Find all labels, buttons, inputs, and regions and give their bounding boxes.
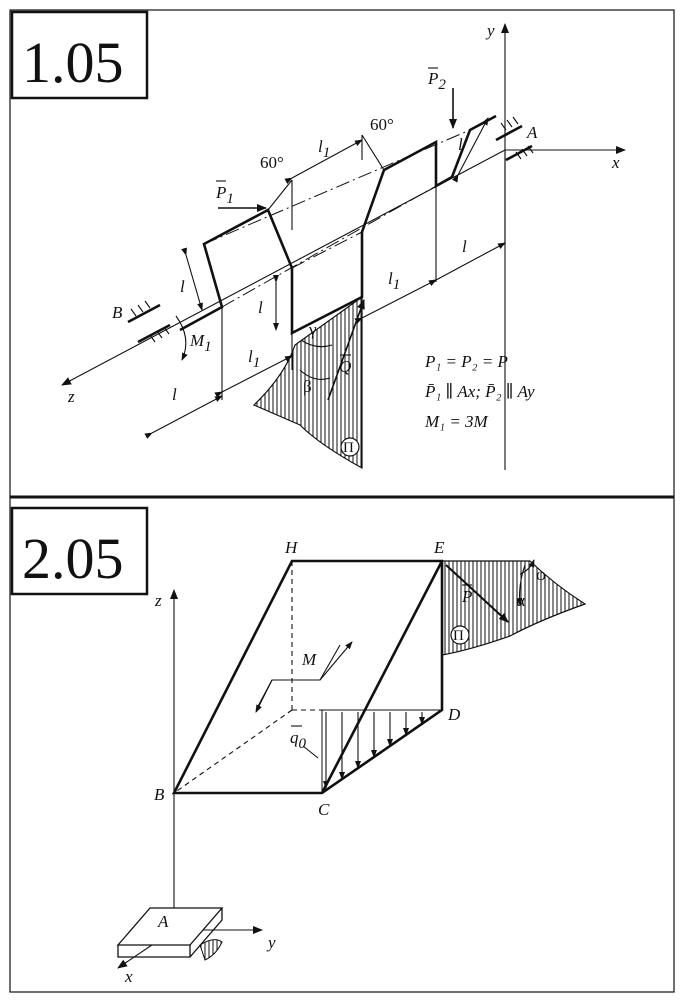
angle-60-left-lines	[267, 179, 293, 230]
force-p1-label: P1	[215, 183, 234, 207]
angle-phi-arc	[519, 559, 535, 575]
point-b-label-2: B	[154, 785, 165, 804]
y-axis-label-2: y	[266, 933, 276, 952]
pi-circle	[340, 437, 360, 457]
angle-gamma-arc	[300, 339, 333, 348]
dim-l1-top	[284, 139, 363, 184]
hidden-edge-vb	[173, 709, 293, 794]
point-h-label: H	[284, 538, 299, 557]
equation-3: M₁ = 3M	[424, 412, 489, 431]
distributed-load-pi-2	[441, 560, 587, 656]
y-axis-label: y	[485, 21, 495, 40]
dim-l-right	[452, 117, 489, 183]
pi-circle-2	[450, 625, 470, 645]
x-axis-label-2: x	[124, 967, 133, 986]
dim-l-right-bottom	[428, 242, 506, 286]
edge-ce	[320, 560, 444, 794]
problem-number-2: 2.05	[22, 526, 124, 591]
fixed-support	[116, 907, 224, 961]
equation-2: P̄₁ ∥ Ax; P̄₂ ∥ Ay	[424, 382, 535, 401]
point-e-label: E	[433, 538, 445, 557]
angle-beta-arc	[299, 369, 331, 380]
angle-60-left: 60°	[260, 153, 284, 172]
dim-l1-bottom	[214, 355, 293, 398]
z-axis-label-2: z	[154, 591, 162, 610]
dim-l1-bottom-label: l1	[248, 347, 260, 371]
force-p-arrow	[445, 564, 509, 623]
angle-gamma-label: γ	[308, 320, 317, 339]
dim-l-bottom	[144, 395, 223, 439]
problem-2-05: 2.05 z y x A q0	[10, 506, 587, 986]
dim-l-mid-label: l	[258, 298, 263, 317]
dim-l1-top-label: l1	[318, 137, 330, 161]
crank-shaft	[179, 114, 497, 336]
problem-number: 1.05	[22, 30, 124, 95]
force-p2-label: P2	[427, 69, 446, 93]
x-axis-label: x	[611, 153, 620, 172]
angle-alpha-arc	[516, 564, 526, 606]
point-a-label: A	[526, 123, 538, 142]
problem-1-05: 1.05 y x z A B M1 Π	[10, 10, 626, 470]
dim-l1-right-label: l1	[388, 269, 400, 293]
moment-m-path	[255, 644, 341, 711]
point-b-label: B	[112, 303, 123, 322]
moment-m-arrow-2	[319, 641, 353, 681]
moment-m1-arrow	[175, 315, 188, 361]
load-q0-arrows	[323, 712, 425, 789]
z-axis-label: z	[67, 387, 75, 406]
load-triangle-outline	[321, 709, 444, 794]
dim-l-right-label: l	[458, 135, 463, 154]
equation-1: P₁ = P₂ = P	[424, 352, 508, 371]
bearing-a	[495, 116, 534, 162]
point-d-label: D	[447, 705, 461, 724]
centerline-upper	[203, 129, 471, 245]
angle-60-right: 60°	[370, 115, 394, 134]
outer-frame	[9, 9, 675, 993]
problem-number-box-2	[10, 506, 149, 596]
centerline-lower	[221, 185, 437, 308]
dim-l1-right	[354, 279, 437, 324]
problem-number-box	[10, 10, 149, 100]
moment-m-arrow-1	[255, 679, 273, 713]
dim-l-right-bottom-label: l	[462, 237, 467, 256]
plate-outline	[171, 559, 444, 795]
load-q0-leader	[302, 745, 319, 759]
moment-m-label: M	[301, 650, 317, 669]
force-p-label: P	[461, 587, 472, 606]
pi-label-2: Π	[453, 628, 464, 644]
angle-alpha-label: α	[516, 591, 525, 610]
angle-60-right-lines	[361, 134, 385, 171]
bearing-b	[127, 300, 171, 344]
load-q0-label: q0	[290, 728, 307, 752]
point-c-label: C	[318, 800, 330, 819]
force-q-label: Q	[339, 357, 351, 376]
angle-phi-label: φ	[536, 565, 546, 584]
dim-l-left-label: l	[180, 277, 185, 296]
dim-l-bottom-label: l	[172, 385, 177, 404]
angle-beta-label: β	[303, 377, 312, 396]
pi-label-1: Π	[343, 440, 354, 456]
moment-m1-label: M1	[189, 331, 212, 355]
dim-l-left	[181, 247, 203, 311]
centerline-mid	[291, 231, 363, 269]
point-a-label-2: A	[157, 912, 169, 931]
